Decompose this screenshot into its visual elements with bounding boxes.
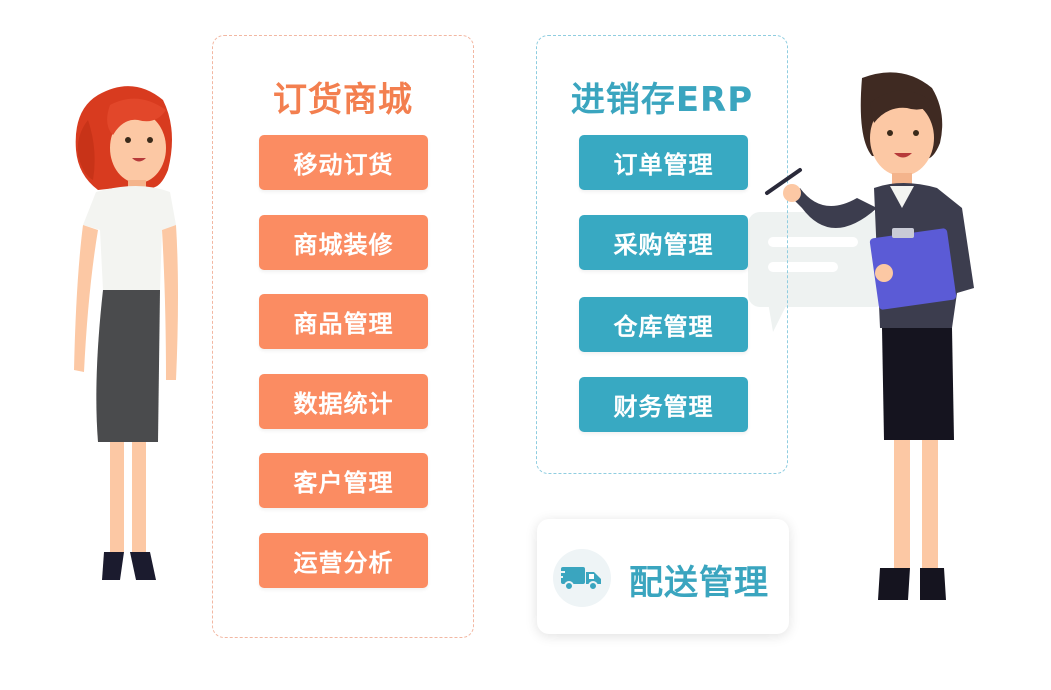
truck-icon-container <box>553 549 611 607</box>
finance-management-button[interactable]: 财务管理 <box>579 377 748 432</box>
mobile-order-button[interactable]: 移动订货 <box>259 135 428 190</box>
erp-title: 进销存ERP <box>570 80 754 120</box>
truck-icon <box>561 567 601 591</box>
woman-with-clipboard-illustration <box>765 72 974 600</box>
customer-management-button[interactable]: 客户管理 <box>259 453 428 508</box>
woman-red-hair-illustration <box>74 86 178 580</box>
order-management-button[interactable]: 订单管理 <box>579 135 748 190</box>
order-mall-title: 订货商城 <box>273 80 413 120</box>
erp-panel: 进销存ERP 订单管理 采购管理 仓库管理 财务管理 <box>536 35 788 474</box>
operation-analysis-button[interactable]: 运营分析 <box>259 533 428 588</box>
purchase-management-button[interactable]: 采购管理 <box>579 215 748 270</box>
data-statistics-button[interactable]: 数据统计 <box>259 374 428 429</box>
product-management-button[interactable]: 商品管理 <box>259 294 428 349</box>
order-mall-panel: 订货商城 移动订货 商城装修 商品管理 数据统计 客户管理 运营分析 <box>212 35 474 638</box>
mall-decoration-button[interactable]: 商城装修 <box>259 215 428 270</box>
delivery-management-label: 配送管理 <box>629 563 769 603</box>
warehouse-management-button[interactable]: 仓库管理 <box>579 297 748 352</box>
delivery-management-card[interactable]: 配送管理 <box>537 519 789 634</box>
speech-bubble-decoration <box>748 212 888 332</box>
